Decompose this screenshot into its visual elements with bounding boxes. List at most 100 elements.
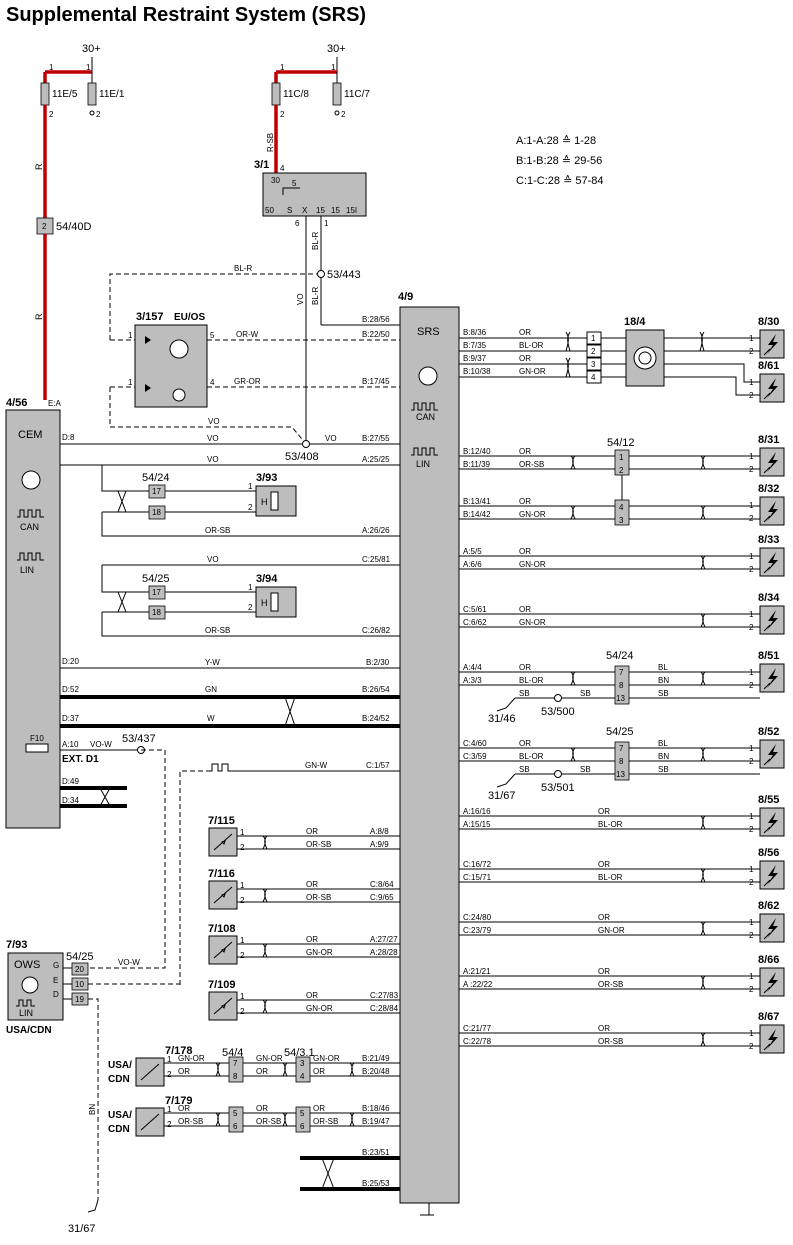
wire-color-blr-2: BL-R	[311, 287, 320, 305]
svg-text:1: 1	[280, 63, 285, 72]
component-18-4-id: 18/4	[624, 316, 646, 328]
ignition-pin-15b: 15	[331, 206, 340, 215]
connector-54-25b-label: 54/25	[606, 726, 634, 738]
cem-pin-d8: D:8	[62, 433, 75, 442]
wire-color-w: W	[207, 714, 215, 723]
pin-b: 8	[233, 1072, 238, 1081]
ignition-switch	[262, 172, 367, 217]
wire-color-or_sb: OR-SB	[306, 840, 331, 849]
wire-color-bl: BL	[658, 663, 668, 672]
connector-54-40d-label: 54/40D	[56, 221, 92, 233]
wire-color-or: OR	[306, 880, 318, 889]
squib-icon	[767, 812, 778, 832]
sensor-7-116	[208, 880, 238, 910]
wire-color-a: GN-OR	[178, 1054, 205, 1063]
svg-text:4: 4	[591, 373, 596, 382]
srs-pin-right-13: A:3/3	[463, 676, 482, 685]
connector-54-24b-label: 54/24	[606, 650, 634, 662]
splice-53-408-label: 53/408	[285, 451, 319, 463]
cem-transistor-icon	[21, 470, 41, 490]
connector-54-4-label: 54/4	[222, 1047, 243, 1059]
wire-color-orsb-394: OR-SB	[205, 626, 230, 635]
wire-color-vo-394: VO	[207, 555, 219, 564]
pin-13: 13	[616, 694, 625, 703]
connector-54-25b-label: 54/25	[66, 951, 94, 963]
fuse-11c7	[332, 82, 342, 106]
squib-8-31-id: 8/31	[758, 434, 779, 446]
srs-pin-right-9: A:6/6	[463, 560, 482, 569]
svg-text:2: 2	[96, 110, 101, 119]
diagram-title: Supplemental Restraint System (SRS)	[6, 4, 366, 26]
squib-8-32-id: 8/32	[758, 483, 779, 495]
srs-pin-right-21: C:23/79	[463, 926, 492, 935]
wire-color-or: OR	[306, 991, 318, 1000]
pin-8: 8	[619, 757, 624, 766]
wire-color-orw: OR-W	[236, 330, 259, 339]
wire-color-blr-1: BL-R	[311, 232, 320, 250]
srs-pin-b28-56: B:28/56	[362, 315, 390, 324]
wire-color-r-2: R	[34, 313, 44, 320]
srs-pin-right-8: A:5/5	[463, 547, 482, 556]
srs-pin-b9-37: B:9/37	[463, 354, 487, 363]
cem-label: CEM	[18, 429, 42, 441]
euos-sensor-icon	[169, 339, 189, 359]
pin-c: 3	[300, 1059, 305, 1068]
srs-transistor-icon	[418, 366, 438, 386]
wire-color-sb: SB	[658, 689, 669, 698]
ows-lin-label: LIN	[19, 1008, 33, 1018]
wire-color-or: OR	[598, 967, 610, 976]
cem-lin-label: LIN	[20, 565, 34, 575]
srs-pin-left-13: A:9/9	[370, 840, 389, 849]
sensor-pin-1: 1	[167, 1055, 172, 1064]
svg-text:1: 1	[331, 63, 336, 72]
wire-color-or_sb: OR-SB	[598, 980, 623, 989]
srs-pin-c26-82: C:26/82	[362, 626, 391, 635]
srs-pin-b17-45: B:17/45	[362, 377, 390, 386]
sensor-pin-1: 1	[240, 828, 245, 837]
wire-color-or: OR	[519, 547, 531, 556]
srs-pin-b25-53: B:25/53	[362, 1179, 390, 1188]
pin-13: 13	[616, 770, 625, 779]
sensor-icon	[213, 886, 233, 904]
ignition-pin-50: 50	[265, 206, 274, 215]
component-3-93-id: 3/93	[256, 472, 277, 484]
srs-pin-right-18: C:16/72	[463, 860, 492, 869]
squib-8-61-id: 8/61	[758, 360, 779, 372]
euos-diode-icon-2	[145, 384, 151, 392]
srs-pin-b7-35: B:7/35	[463, 341, 487, 350]
wire-color-or-184a: OR	[519, 328, 531, 337]
cem-fuse-label: F10	[30, 734, 44, 743]
wire-color-e: GN-OR	[313, 1054, 340, 1063]
squib-icon	[767, 972, 778, 992]
ows-id: 7/93	[6, 939, 27, 951]
srs-pin-right-20: C:24/80	[463, 913, 492, 922]
squib-8-52-id: 8/52	[758, 726, 779, 738]
wire-color-bn-ows: BN	[88, 1104, 97, 1115]
svg-text:10: 10	[75, 980, 84, 989]
svg-text:19: 19	[75, 995, 84, 1004]
splice-label: 53/500	[541, 706, 575, 718]
svg-text:18: 18	[152, 608, 161, 617]
ows-transistor-icon	[21, 976, 39, 994]
pin-7: 7	[619, 668, 624, 677]
srs-pin-left-17: A:28/28	[370, 948, 398, 957]
wire-color-blor-184: BL-OR	[519, 341, 544, 350]
cem-can-label: CAN	[20, 522, 39, 532]
cem-pin-ea: E:A	[48, 399, 62, 408]
wire-color-gn: GN	[205, 685, 217, 694]
sensor-icon	[213, 941, 233, 959]
srs-pin-right-4: B:12/40	[463, 447, 491, 456]
wire-color-vo-dash: VO	[208, 417, 220, 426]
svg-text:18: 18	[152, 508, 161, 517]
srs-pin-right-19: C:15/71	[463, 873, 492, 882]
connector-54-25a-label: 54/25	[142, 573, 170, 585]
wire-color-bl: BL	[658, 739, 668, 748]
ignition-pin-30: 30	[271, 176, 280, 185]
srs-pin-right-23: A :22/22	[463, 980, 493, 989]
cem-pin-d34: D:34	[62, 796, 79, 805]
splice-53-443	[317, 270, 325, 278]
power-label-1: 30+	[82, 43, 101, 55]
squib-icon	[767, 744, 778, 764]
wire-color-bl_or: BL-OR	[598, 873, 623, 882]
sensor-icon	[213, 833, 233, 851]
